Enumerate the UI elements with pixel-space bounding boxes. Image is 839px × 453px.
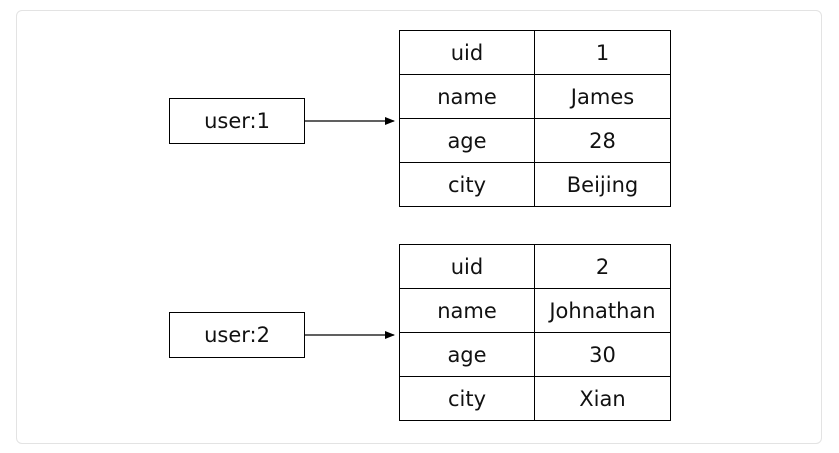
hash-value: James bbox=[534, 74, 671, 119]
hash-field: age bbox=[399, 332, 535, 377]
hash-field: name bbox=[399, 288, 535, 333]
hash-value: Beijing bbox=[534, 162, 671, 207]
hash-row: name Johnathan bbox=[399, 288, 671, 333]
hash-row: name James bbox=[399, 74, 671, 119]
hash-value: 2 bbox=[534, 244, 671, 289]
hash-row: city Xian bbox=[399, 376, 671, 421]
hash-row: age 28 bbox=[399, 118, 671, 163]
hash-field: age bbox=[399, 118, 535, 163]
hash-field: name bbox=[399, 74, 535, 119]
diagram-frame bbox=[16, 10, 822, 444]
hash-row: age 30 bbox=[399, 332, 671, 377]
hash-row: uid 2 bbox=[399, 244, 671, 289]
hash-value: Johnathan bbox=[534, 288, 671, 333]
hash-row: city Beijing bbox=[399, 162, 671, 207]
hash-table: uid 2 name Johnathan age 30 city Xian bbox=[399, 244, 671, 421]
hash-value: 1 bbox=[534, 30, 671, 75]
hash-table: uid 1 name James age 28 city Beijing bbox=[399, 30, 671, 207]
hash-field: city bbox=[399, 376, 535, 421]
hash-value: 28 bbox=[534, 118, 671, 163]
hash-field: uid bbox=[399, 244, 535, 289]
hash-value: 30 bbox=[534, 332, 671, 377]
hash-field: city bbox=[399, 162, 535, 207]
hash-field: uid bbox=[399, 30, 535, 75]
redis-key-box: user:2 bbox=[169, 312, 305, 358]
hash-value: Xian bbox=[534, 376, 671, 421]
redis-key-box: user:1 bbox=[169, 98, 305, 144]
hash-row: uid 1 bbox=[399, 30, 671, 75]
